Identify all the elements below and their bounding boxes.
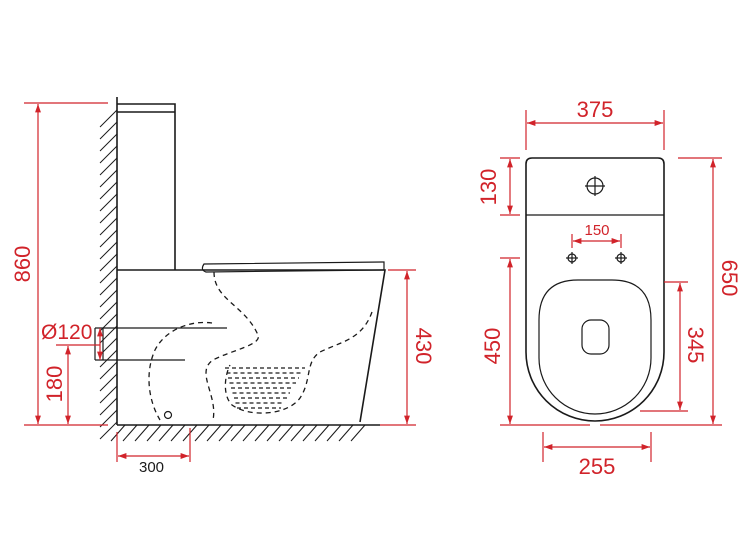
hatch-stroke <box>99 157 118 176</box>
hatch-stroke <box>110 424 126 442</box>
hatch-stroke <box>99 193 118 212</box>
dim-outlet-diameter: Ø120 <box>41 321 92 344</box>
dim-total-height: 860 <box>10 246 35 283</box>
hatch-stroke <box>338 424 354 442</box>
hatch-stroke <box>99 229 118 248</box>
dim-bowl-length: 450 <box>480 328 505 365</box>
hatch-stroke <box>122 424 138 442</box>
dimension-diameter-120: Ø120 <box>41 321 103 360</box>
cistern-outline <box>117 103 176 270</box>
outlet-pipe <box>94 327 227 361</box>
dim-hole-spacing: 150 <box>584 222 609 239</box>
hatch-stroke <box>99 133 118 152</box>
hatch-stroke <box>302 424 318 442</box>
hatch-stroke <box>99 385 118 404</box>
dim-seat-length: 345 <box>683 327 708 364</box>
hatch-stroke <box>99 145 118 164</box>
hatch-stroke <box>206 424 222 442</box>
dimension-375: 375 <box>525 97 665 150</box>
hatch-stroke <box>99 373 118 392</box>
dimension-300: 300 <box>116 428 191 476</box>
mounting-hole-right <box>615 252 627 264</box>
hatch-stroke <box>99 277 118 296</box>
top-view: 375 130 150 650 450 <box>476 97 742 479</box>
dimension-180: 180 <box>42 344 100 424</box>
hatch-stroke <box>278 424 294 442</box>
hatch-stroke <box>230 424 246 442</box>
hatch-stroke <box>158 424 174 442</box>
trapway-inner-hidden-line <box>148 321 213 421</box>
drain-hole <box>163 410 173 420</box>
hatch-stroke <box>99 301 118 320</box>
mounting-hole-left <box>566 252 578 264</box>
hatch-stroke <box>194 424 210 442</box>
dim-tank-depth: 130 <box>476 169 501 206</box>
side-view: 860 180 Ø120 430 300 <box>10 97 436 476</box>
hatch-stroke <box>99 217 118 236</box>
hatch-stroke <box>290 424 306 442</box>
hatch-stroke <box>134 424 150 442</box>
hatch-stroke <box>146 424 162 442</box>
hatch-stroke <box>99 205 118 224</box>
hatch-stroke <box>99 169 118 188</box>
flush-button-icon <box>585 176 605 196</box>
dimension-650: 650 <box>600 157 742 426</box>
hatch-stroke <box>99 253 118 272</box>
hatch-stroke <box>99 349 118 368</box>
hatch-stroke <box>326 424 342 442</box>
wall-hatch <box>99 109 118 440</box>
hatch-stroke <box>314 424 330 442</box>
top-body-outline <box>525 157 665 422</box>
hatch-stroke <box>99 409 118 428</box>
hatch-stroke <box>266 424 282 442</box>
dimension-860: 860 <box>10 102 108 426</box>
hatch-stroke <box>99 265 118 284</box>
hatch-stroke <box>170 424 186 442</box>
dim-total-width: 375 <box>577 97 614 122</box>
dim-total-length: 650 <box>717 260 742 297</box>
dim-outlet-height: 180 <box>42 366 67 403</box>
bowl-hidden-line <box>224 311 373 414</box>
dimension-130: 130 <box>476 157 520 216</box>
hatch-stroke <box>218 424 234 442</box>
seat-lid <box>201 261 385 273</box>
dimension-430: 430 <box>380 269 436 426</box>
dimension-255: 255 <box>542 432 652 479</box>
hatch-stroke <box>99 289 118 308</box>
hatch-stroke <box>99 241 118 260</box>
bowl-outline <box>117 269 386 423</box>
dim-outlet-distance: 300 <box>139 459 164 476</box>
hatch-stroke <box>99 109 118 128</box>
hatch-stroke <box>99 361 118 380</box>
dimension-450: 450 <box>480 257 590 426</box>
floor-hatch <box>110 424 366 442</box>
dimension-150: 150 <box>571 222 622 248</box>
hatch-stroke <box>99 121 118 140</box>
hatch-stroke <box>242 424 258 442</box>
hatch-stroke <box>99 397 118 416</box>
seat-outline <box>538 279 652 415</box>
hatch-stroke <box>254 424 270 442</box>
dimension-345: 345 <box>640 281 708 412</box>
hatch-stroke <box>99 421 118 440</box>
bowl-opening <box>581 319 610 355</box>
hatch-stroke <box>99 181 118 200</box>
dim-bowl-height: 430 <box>411 328 436 365</box>
water-surface-dashes <box>225 367 305 409</box>
dim-seat-width: 255 <box>579 454 616 479</box>
hatch-stroke <box>350 424 366 442</box>
